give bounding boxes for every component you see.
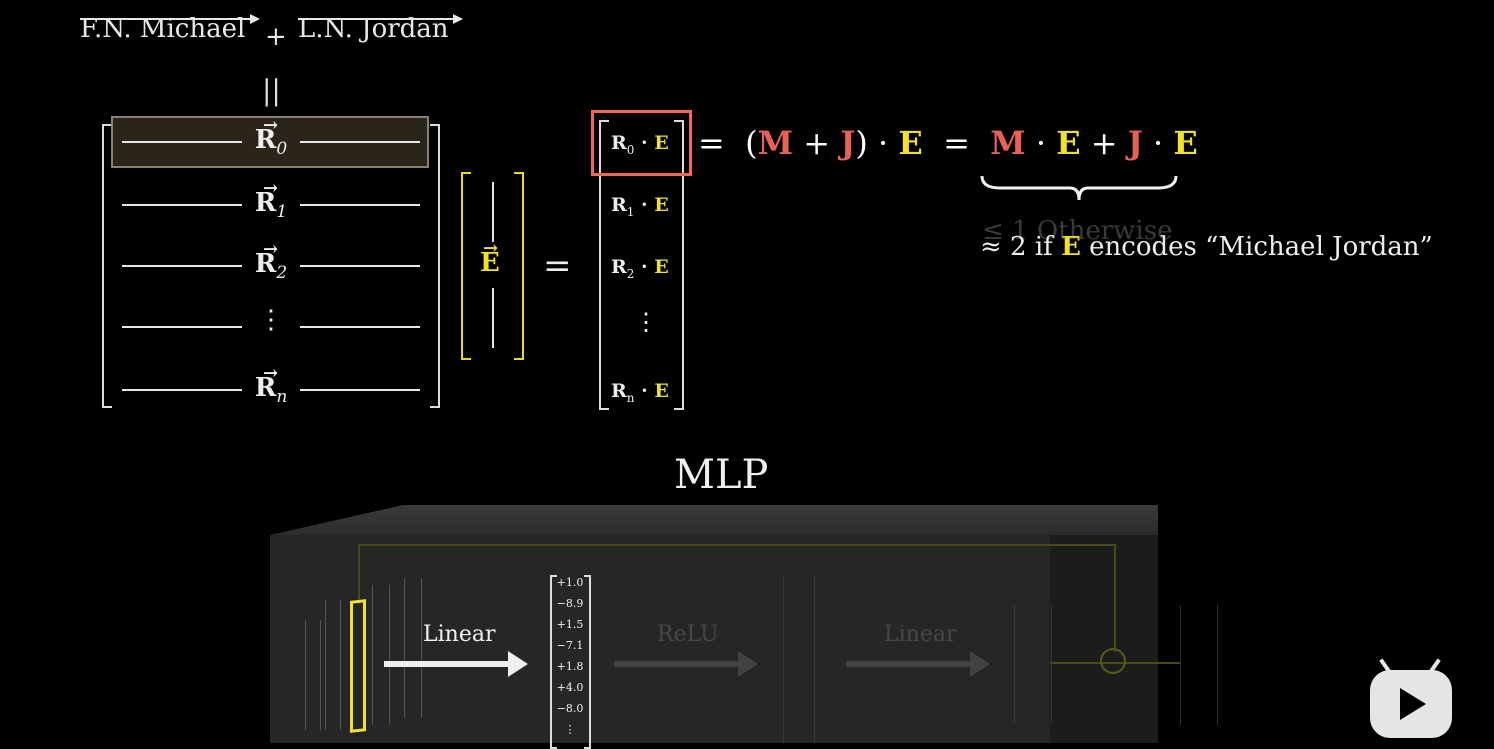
residual-line bbox=[1114, 544, 1116, 652]
arrow-icon bbox=[738, 651, 758, 677]
linear2-output-faint bbox=[1014, 605, 1052, 723]
relu-label: ReLU bbox=[657, 622, 719, 647]
plus-sign: + bbox=[265, 22, 287, 52]
arrow-bar bbox=[614, 661, 740, 667]
input-matrix-faint bbox=[404, 578, 422, 718]
vector-arrow-icon: → bbox=[263, 239, 279, 260]
add-node-icon bbox=[1100, 648, 1126, 674]
faded-annotation: ≤ 1 Otherwise bbox=[982, 216, 1173, 246]
arrow-bar bbox=[384, 661, 510, 667]
arrow-icon bbox=[508, 651, 528, 677]
vector-arrow-bar bbox=[298, 18, 453, 20]
e-left-bracket bbox=[461, 172, 471, 360]
product-dots: ⋮ bbox=[634, 308, 658, 336]
e-column-line bbox=[492, 182, 494, 242]
vector-arrow-bar bbox=[80, 18, 250, 20]
vector-e: →E bbox=[480, 238, 500, 278]
e-column-line bbox=[492, 288, 494, 348]
residual-line bbox=[358, 544, 1116, 546]
product-rn-e: Rn · E bbox=[611, 380, 669, 405]
input-matrix-faint bbox=[372, 585, 390, 725]
vector-arrowhead bbox=[453, 14, 463, 24]
vector-arrow-icon: → bbox=[263, 115, 279, 136]
relu-output-faint bbox=[783, 575, 815, 743]
values-column: +1.0 −8.9 +1.5 −7.1 +1.8 +4.0 −8.0 ⋮ bbox=[556, 576, 584, 736]
highlight-box bbox=[591, 110, 692, 176]
approx-annotation: ≈ 2 if E encodes “Michael Jordan” bbox=[980, 232, 1433, 262]
underbrace bbox=[980, 175, 1178, 201]
linear1-label: Linear bbox=[423, 622, 496, 647]
equals-sign: = bbox=[543, 246, 572, 286]
vector-arrow-icon: → bbox=[263, 363, 279, 384]
input-matrix-faint bbox=[305, 620, 321, 730]
tv-logo-icon bbox=[1370, 658, 1452, 738]
matrix-right-bracket bbox=[430, 124, 440, 408]
product-r1-e: R1 · E bbox=[611, 194, 669, 219]
product-r2-e: R2 · E bbox=[611, 256, 669, 281]
e-right-bracket bbox=[514, 172, 524, 360]
product-r0-e: R0 · E bbox=[611, 132, 669, 157]
vector-arrow-icon: → bbox=[483, 238, 499, 259]
mlp-title: MLP bbox=[674, 452, 769, 498]
vector-arrow-icon: → bbox=[263, 178, 279, 199]
vertical-equals: || bbox=[262, 74, 281, 107]
input-vector-highlight bbox=[350, 599, 366, 733]
mlp-box-top bbox=[270, 505, 1158, 535]
residual-line bbox=[358, 544, 360, 604]
mlp-box-side bbox=[1050, 535, 1158, 743]
equation: = (M + J) · E = M · E + J · E bbox=[698, 124, 1198, 162]
matrix-left-bracket bbox=[102, 124, 112, 408]
mlp-box bbox=[270, 535, 1158, 743]
final-output-faint bbox=[1180, 605, 1218, 725]
vector-arrowhead bbox=[250, 14, 260, 24]
linear2-label: Linear bbox=[884, 622, 957, 647]
input-matrix-faint bbox=[325, 600, 341, 730]
products-right-bracket bbox=[674, 120, 684, 410]
arrow-icon bbox=[970, 651, 990, 677]
products-left-bracket bbox=[599, 120, 609, 410]
arrow-bar bbox=[846, 661, 972, 667]
